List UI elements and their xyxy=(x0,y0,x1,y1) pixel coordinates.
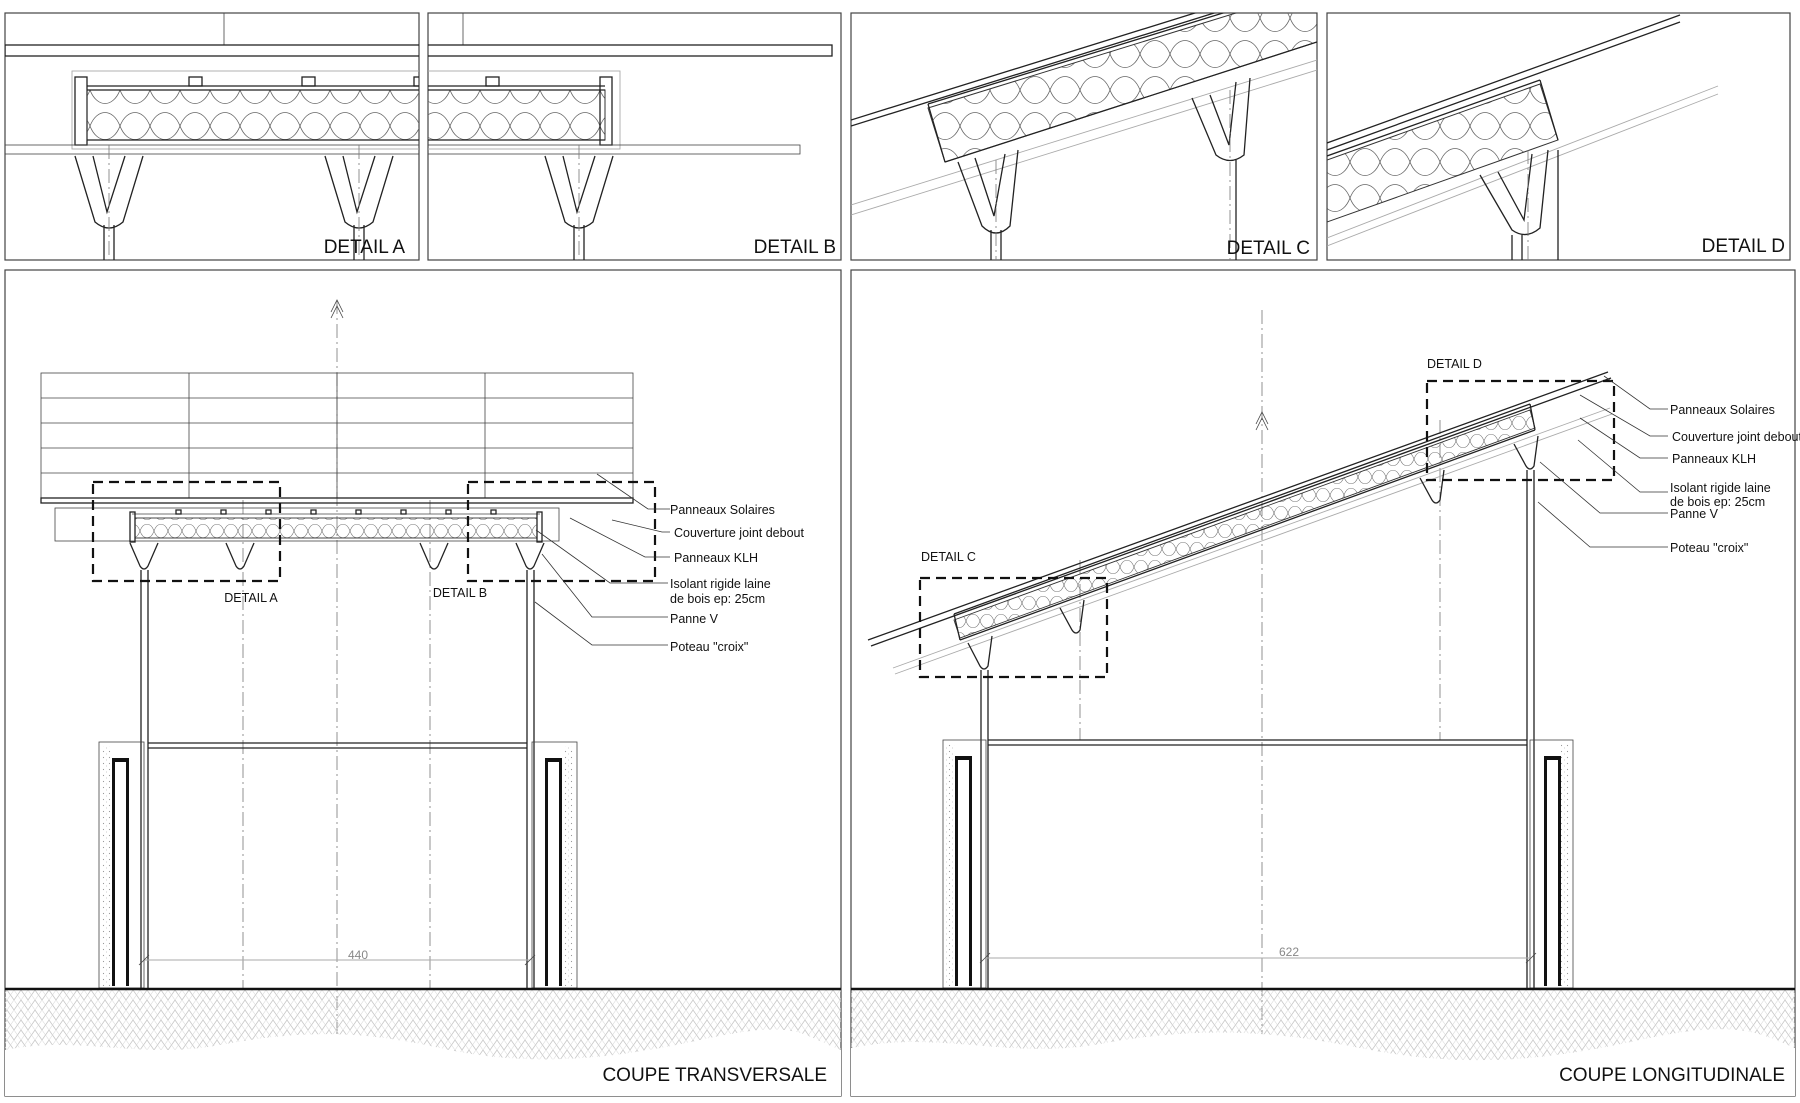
transversal-section-title: COUPE TRANSVERSALE xyxy=(602,1065,827,1086)
detail-b-panel: DETAIL B xyxy=(427,12,842,261)
transversal-label-purlin: Panne V xyxy=(670,612,719,626)
longitudinal-label-solar: Panneaux Solaires xyxy=(1670,403,1775,417)
transversal-label-solar: Panneaux Solaires xyxy=(670,503,775,517)
longitudinal-detail-c-tag: DETAIL C xyxy=(921,550,976,564)
transversal-section-frame xyxy=(4,269,842,1097)
transversal-section-panel: 440 Panneaux Solaires Couverture joint d… xyxy=(4,269,842,1097)
detail-d-title: DETAIL D xyxy=(1702,236,1785,257)
longitudinal-section-panel: 622 Panneaux Solaires Couverture joint d… xyxy=(850,269,1800,1097)
transversal-label-roofing: Couverture joint debout xyxy=(674,526,804,540)
longitudinal-label-klh: Panneaux KLH xyxy=(1672,452,1756,466)
detail-c-frame xyxy=(850,12,1318,261)
detail-a-title: DETAIL A xyxy=(324,237,406,258)
detail-c-title: DETAIL C xyxy=(1227,238,1310,259)
transversal-label-insulation-line2: de bois ep: 25cm xyxy=(670,592,765,606)
transversal-detail-b-tag: DETAIL B xyxy=(433,586,487,600)
longitudinal-dimension: 622 xyxy=(1279,945,1299,959)
longitudinal-detail-d-tag: DETAIL D xyxy=(1427,357,1482,371)
longitudinal-label-post: Poteau "croix" xyxy=(1670,541,1748,555)
transversal-label-post: Poteau "croix" xyxy=(670,640,748,654)
detail-a-panel: DETAIL A xyxy=(4,12,420,261)
detail-b-title: DETAIL B xyxy=(754,237,836,258)
transversal-label-klh: Panneaux KLH xyxy=(674,551,758,565)
detail-c-panel: DETAIL C xyxy=(850,12,1318,261)
longitudinal-label-insulation-line2: de bois ep: 25cm xyxy=(1670,495,1765,509)
transversal-detail-a-tag: DETAIL A xyxy=(224,591,278,605)
longitudinal-label-insulation-line1: Isolant rigide laine xyxy=(1670,481,1771,495)
detail-d-panel: DETAIL D xyxy=(1326,12,1791,261)
longitudinal-section-frame xyxy=(850,269,1796,1097)
transversal-dimension: 440 xyxy=(348,948,368,962)
longitudinal-label-purlin: Panne V xyxy=(1670,507,1719,521)
longitudinal-section-title: COUPE LONGITUDINALE xyxy=(1559,1065,1785,1086)
transversal-label-insulation-line1: Isolant rigide laine xyxy=(670,577,771,591)
longitudinal-label-roofing: Couverture joint debout xyxy=(1672,430,1800,444)
